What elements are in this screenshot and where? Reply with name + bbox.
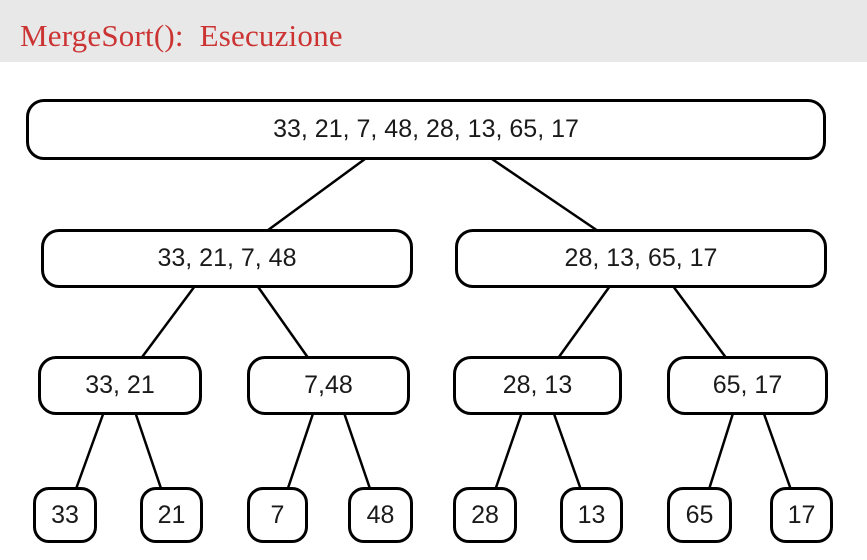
tree-node-leaf: 48 (348, 487, 413, 543)
tree-node: 65, 17 (667, 356, 828, 415)
tree-node-leaf: 13 (560, 487, 623, 543)
tree-node: 28, 13 (453, 356, 622, 415)
node-label: 17 (787, 500, 816, 529)
node-label: 33, 21, 7, 48 (157, 244, 297, 272)
node-label: 13 (577, 500, 606, 529)
tree-node: 33, 21, 7, 48 (41, 229, 413, 288)
tree-node: 7,48 (247, 356, 410, 415)
tree-node: 28, 13, 65, 17 (455, 229, 827, 288)
slide-title: MergeSort(): Esecuzione (20, 17, 343, 53)
node-label: 33, 21, 7, 48, 28, 13, 65, 17 (273, 115, 579, 143)
node-label: 48 (366, 500, 395, 529)
node-label: 33 (51, 500, 79, 529)
node-label: 28, 13 (502, 371, 573, 399)
node-label: 33, 21 (85, 371, 155, 399)
slide-header: MergeSort(): Esecuzione (0, 0, 867, 62)
tree-node-leaf: 21 (140, 487, 203, 543)
tree-node-leaf: 28 (453, 487, 517, 543)
tree-node-leaf: 33 (33, 487, 97, 543)
node-label: 7,48 (304, 371, 353, 399)
tree-node-root: 33, 21, 7, 48, 28, 13, 65, 17 (26, 99, 826, 160)
tree-node-leaf: 17 (770, 487, 833, 543)
tree-node-leaf: 65 (667, 487, 732, 543)
tree-node-leaf: 7 (247, 487, 308, 543)
tree-node: 33, 21 (38, 356, 202, 415)
node-label: 21 (157, 500, 186, 529)
node-label: 65, 17 (712, 371, 783, 399)
node-label: 65 (685, 500, 714, 529)
node-label: 28 (471, 500, 499, 529)
node-label: 28, 13, 65, 17 (564, 244, 718, 272)
node-label: 7 (270, 500, 285, 529)
